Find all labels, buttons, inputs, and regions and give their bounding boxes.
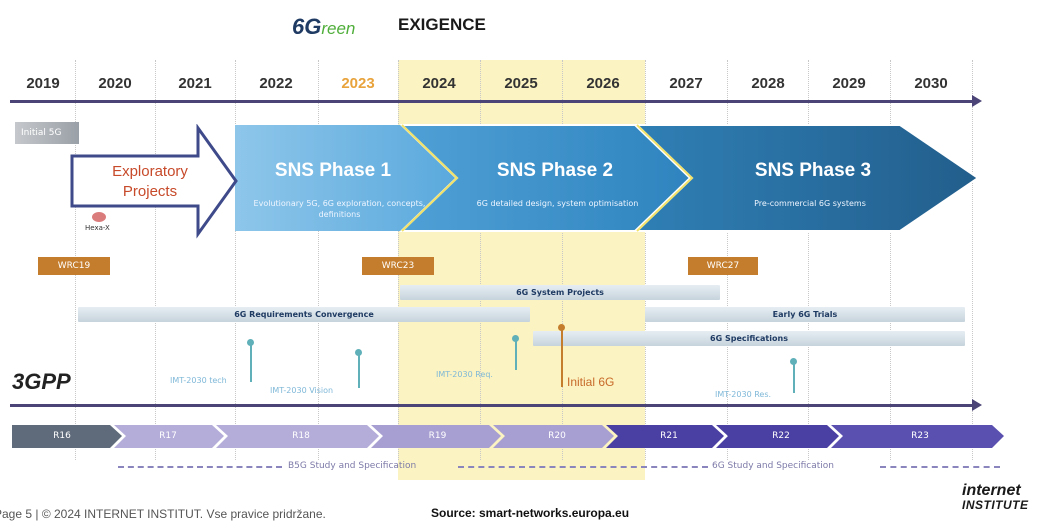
release-r21: R21 — [660, 431, 678, 441]
exigence-label: EXIGENCE — [398, 15, 486, 34]
exploratory-arrow-shape — [70, 124, 238, 239]
release-chevron-r23 — [831, 425, 1004, 448]
year-label: 2026 — [586, 75, 620, 92]
release-r19: R19 — [428, 431, 447, 441]
release-axis — [10, 404, 975, 407]
release-r17: R17 — [159, 431, 177, 441]
grid-line — [562, 60, 563, 460]
release-r20: R20 — [548, 431, 566, 441]
release-chevron-r18 — [216, 425, 379, 448]
phase1-chevron — [235, 125, 455, 231]
release-chevron-r22 — [716, 425, 839, 448]
pin-stem — [250, 344, 252, 382]
6g-dashed-line — [880, 466, 1000, 468]
exploratory-arrow — [70, 124, 238, 239]
release-chevrons — [12, 425, 1004, 448]
release-r16: R16 — [53, 431, 71, 441]
initial-6g-dot — [558, 324, 565, 331]
year-label: 2027 — [669, 75, 703, 92]
year-label: 2019 — [26, 75, 60, 92]
sns-phase2-title: SNS Phase 2 — [496, 160, 614, 181]
sns-phase3-subtitle: Pre-commercial 6G systems — [754, 199, 866, 208]
grid-line — [645, 60, 646, 460]
hexa-x-logo-icon — [92, 212, 106, 222]
pin-dot — [790, 358, 797, 365]
release-chevron-r19 — [371, 425, 501, 448]
b5g-study-label: B5G Study and Specification — [288, 461, 417, 471]
early-6g-trials-bar: Early 6G Trials — [645, 307, 965, 322]
sns-phase2-subtitle: 6G detailed design, system optimisation — [476, 199, 639, 208]
3gpp-logo: 3GPP — [12, 369, 71, 394]
imt-2030-res-label: IMT-2030 Res. — [715, 390, 772, 399]
initial-6g-label: Initial 6G — [567, 375, 615, 389]
initial-6g-stem — [561, 330, 563, 387]
pin-stem — [515, 340, 517, 370]
axis-arrow-head — [972, 95, 982, 107]
release-r23: R23 — [911, 431, 929, 441]
footer-source: Source: smart-networks.europa.eu — [431, 506, 630, 520]
6g-specifications-bar: 6G Specifications — [533, 331, 965, 346]
release-axis-arrow — [972, 399, 982, 411]
pin-dot — [247, 339, 254, 346]
imt-2030-vision-label: IMT-2030 Vision — [270, 386, 334, 395]
sns-phases-diagram — [235, 124, 980, 232]
year-label: 2028 — [751, 75, 785, 92]
grid-line — [890, 60, 891, 460]
imt-2030-req-label: IMT-2030 Req. — [436, 370, 493, 379]
6g-requirements-bar: 6G Requirements Convergence — [78, 307, 530, 322]
year-label: 2020 — [98, 75, 132, 92]
pin-dot — [512, 335, 519, 342]
release-r18: R18 — [292, 431, 310, 441]
release-chevron-r21 — [606, 425, 724, 448]
release-chevron-r16 — [12, 425, 122, 448]
year-label: 2022 — [259, 75, 293, 92]
initial-5g-bar: Initial 5G — [15, 122, 79, 144]
grid-line — [235, 60, 236, 460]
phase-border-yellow — [636, 124, 694, 232]
grid-line — [480, 60, 481, 460]
year-label: 2021 — [178, 75, 212, 92]
phase-border-yellow — [401, 124, 459, 232]
sns-phase3-title: SNS Phase 3 — [754, 160, 872, 181]
grid-line — [318, 60, 319, 460]
b5g-dashed-line — [118, 466, 282, 468]
wrc27-badge: WRC27 — [688, 257, 758, 275]
wrc19-badge: WRC19 — [38, 257, 110, 275]
year-label: 2024 — [422, 75, 456, 92]
sns-phase1-subtitle: Evolutionary 5G, 6G exploration, concept… — [253, 199, 426, 219]
6g-system-projects-bar: 6G System Projects — [400, 285, 720, 300]
year-label: 2029 — [832, 75, 866, 92]
release-r22: R22 — [772, 431, 790, 441]
year-label: 2025 — [504, 75, 538, 92]
hexa-x-label: Hexa-X — [85, 224, 110, 232]
grid-line — [972, 60, 973, 460]
sns-phase1-title: SNS Phase 1 — [274, 160, 392, 181]
footer-copyright: Page 5 | © 2024 INTERNET INSTITUT. Vse p… — [0, 507, 326, 521]
release-chevron-r20 — [493, 425, 614, 448]
6g-study-label: 6G Study and Specification — [712, 461, 834, 471]
grid-line — [155, 60, 156, 460]
pin-dot — [355, 349, 362, 356]
wrc23-badge: WRC23 — [362, 257, 434, 275]
release-chevron-r17 — [114, 425, 224, 448]
year-label-highlight: 2023 — [341, 75, 375, 92]
timeline-axis — [10, 100, 975, 103]
imt-2030-tech-label: IMT-2030 tech — [170, 376, 227, 385]
pin-stem — [793, 363, 795, 393]
6green-logo: 6Green — [292, 14, 356, 39]
pin-stem — [358, 354, 360, 388]
b5g-dashed-line-right — [458, 466, 708, 468]
grid-line — [808, 60, 809, 460]
year-label: 2030 — [914, 75, 948, 92]
